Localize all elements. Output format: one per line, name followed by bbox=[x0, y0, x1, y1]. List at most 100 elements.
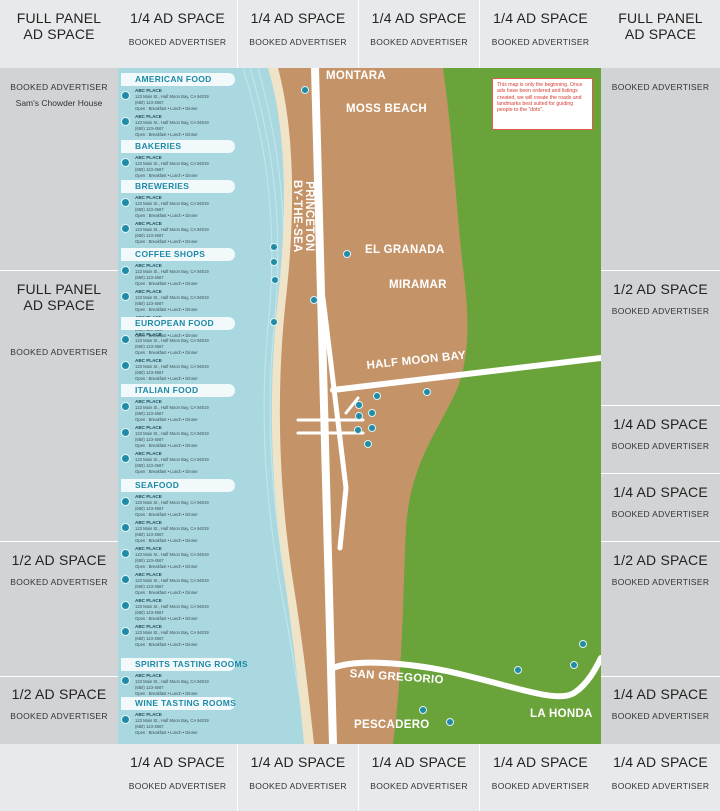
place-pescadero: PESCADERO bbox=[354, 719, 430, 731]
listing-pin-icon bbox=[121, 497, 130, 506]
category-header[interactable]: SPIRITS TASTING ROOMS bbox=[121, 658, 248, 671]
booked-advertiser-label: BOOKED ADVERTISER bbox=[370, 781, 468, 791]
map-pin[interactable] bbox=[368, 424, 376, 432]
ad-title: 1/4 AD SPACE bbox=[613, 484, 708, 500]
left-bottom-corner bbox=[0, 744, 118, 811]
category-header[interactable]: WINE TASTING ROOMS bbox=[121, 697, 236, 710]
booked-advertiser-label: BOOKED ADVERTISER bbox=[249, 37, 347, 47]
ad-title: 1/2 AD SPACE bbox=[613, 552, 708, 568]
right-half-ad-2: 1/2 AD SPACE BOOKED ADVERTISER bbox=[601, 542, 720, 676]
listing-name: ABC PLACE bbox=[135, 520, 162, 525]
map-pin[interactable] bbox=[570, 661, 578, 669]
map-pin[interactable] bbox=[301, 86, 309, 94]
map-pin[interactable] bbox=[354, 426, 362, 434]
ad-title: 1/2 AD SPACE bbox=[11, 686, 107, 702]
category-header[interactable]: BAKERIES bbox=[121, 140, 235, 153]
listing-name: ABC PLACE bbox=[135, 358, 162, 363]
listing-phone: (650) 123-4567 bbox=[135, 724, 164, 729]
category-header[interactable]: COFFEE SHOPS bbox=[121, 248, 235, 261]
place-la-honda: LA HONDA bbox=[530, 708, 593, 720]
booked-advertiser-label: BOOKED ADVERTISER bbox=[370, 37, 468, 47]
listing-name: ABC PLACE bbox=[135, 572, 162, 577]
listing-address: 123 Main St., Half Moon Bay, CA 94019 bbox=[135, 161, 209, 166]
map-pin[interactable] bbox=[355, 412, 363, 420]
listing-name: ABC PLACE bbox=[135, 263, 162, 268]
map-pin[interactable] bbox=[270, 258, 278, 266]
map-pin[interactable] bbox=[270, 243, 278, 251]
category-header[interactable]: SEAFOOD bbox=[121, 479, 235, 492]
map-pin[interactable] bbox=[368, 409, 376, 417]
listing-hours: Open : Breakfast • Lunch • Dinner bbox=[135, 376, 198, 381]
map-pin[interactable] bbox=[355, 401, 363, 409]
listing-hours: Open : Breakfast • Lunch • Dinner bbox=[135, 106, 198, 111]
category-header[interactable]: ITALIAN FOOD bbox=[121, 384, 235, 397]
map-pin[interactable] bbox=[270, 318, 278, 326]
coastal-map: MONTARA MOSS BEACH PRINCETON BY-THE-SEA … bbox=[118, 68, 601, 744]
listing-name: ABC PLACE bbox=[135, 221, 162, 226]
listing-hours: Open : Breakfast • Lunch • Dinner bbox=[135, 307, 198, 312]
listing-address: 123 Main St., Half Moon Bay, CA 94019 bbox=[135, 457, 209, 462]
category-label: EUROPEAN FOOD bbox=[135, 318, 214, 328]
map-pin[interactable] bbox=[364, 440, 372, 448]
ad-title: 1/2 AD SPACE bbox=[11, 552, 107, 568]
map-pin[interactable] bbox=[579, 640, 587, 648]
listing-pin-icon bbox=[121, 601, 130, 610]
booked-advertiser-label: BOOKED ADVERTISER bbox=[10, 347, 108, 357]
booked-advertiser-label: BOOKED ADVERTISER bbox=[128, 781, 227, 791]
category-header[interactable]: AMERICAN FOOD bbox=[121, 73, 235, 86]
map-pin[interactable] bbox=[310, 296, 318, 304]
listing-phone: (650) 123-4567 bbox=[135, 370, 164, 375]
ad-title: 1/4 AD SPACE bbox=[613, 754, 708, 770]
map-pin[interactable] bbox=[423, 388, 431, 396]
booked-advertiser-label: BOOKED ADVERTISER bbox=[128, 37, 227, 47]
category-header[interactable]: EUROPEAN FOOD bbox=[121, 317, 235, 330]
listing-hours: Open : Breakfast • Lunch • Dinner bbox=[135, 469, 198, 474]
category-header[interactable]: BREWERIES bbox=[121, 180, 235, 193]
booked-advertiser-label: BOOKED ADVERTISER bbox=[611, 509, 710, 519]
listing-name: ABC PLACE bbox=[135, 114, 162, 119]
map-pin[interactable] bbox=[419, 706, 427, 714]
listing-phone: (650) 123-4567 bbox=[135, 126, 164, 131]
ad-title: 1/4 AD SPACE bbox=[371, 10, 467, 26]
listing-name: ABC PLACE bbox=[135, 712, 162, 717]
map-pin[interactable] bbox=[343, 250, 351, 258]
listing-pin-icon bbox=[121, 549, 130, 558]
map-pin[interactable] bbox=[514, 666, 522, 674]
listing-phone: (650) 123-4567 bbox=[135, 411, 164, 416]
listing-hours: Open : Breakfast • Lunch • Dinner bbox=[135, 730, 198, 735]
listing-pin-icon bbox=[121, 627, 130, 636]
map-pin[interactable] bbox=[446, 718, 454, 726]
place-princeton: PRINCETON BY-THE-SEA bbox=[291, 180, 315, 253]
map-pin[interactable] bbox=[271, 276, 279, 284]
right-full-panel-top-body: BOOKED ADVERTISER bbox=[601, 68, 720, 270]
listing-name: ABC PLACE bbox=[135, 289, 162, 294]
category-label: COFFEE SHOPS bbox=[135, 249, 206, 259]
map-pin[interactable] bbox=[373, 392, 381, 400]
listing-address: 123 Main St., Half Moon Bay, CA 94019 bbox=[135, 201, 209, 206]
listing-name: ABC PLACE bbox=[135, 451, 162, 456]
bottom-quarter-ad-3: 1/4 AD SPACE BOOKED ADVERTISER bbox=[359, 744, 480, 811]
bottom-quarter-ad-1: 1/4 AD SPACE BOOKED ADVERTISER bbox=[118, 744, 238, 811]
listing-phone: (650) 123-4567 bbox=[135, 610, 164, 615]
listing-name: ABC PLACE bbox=[135, 332, 162, 337]
